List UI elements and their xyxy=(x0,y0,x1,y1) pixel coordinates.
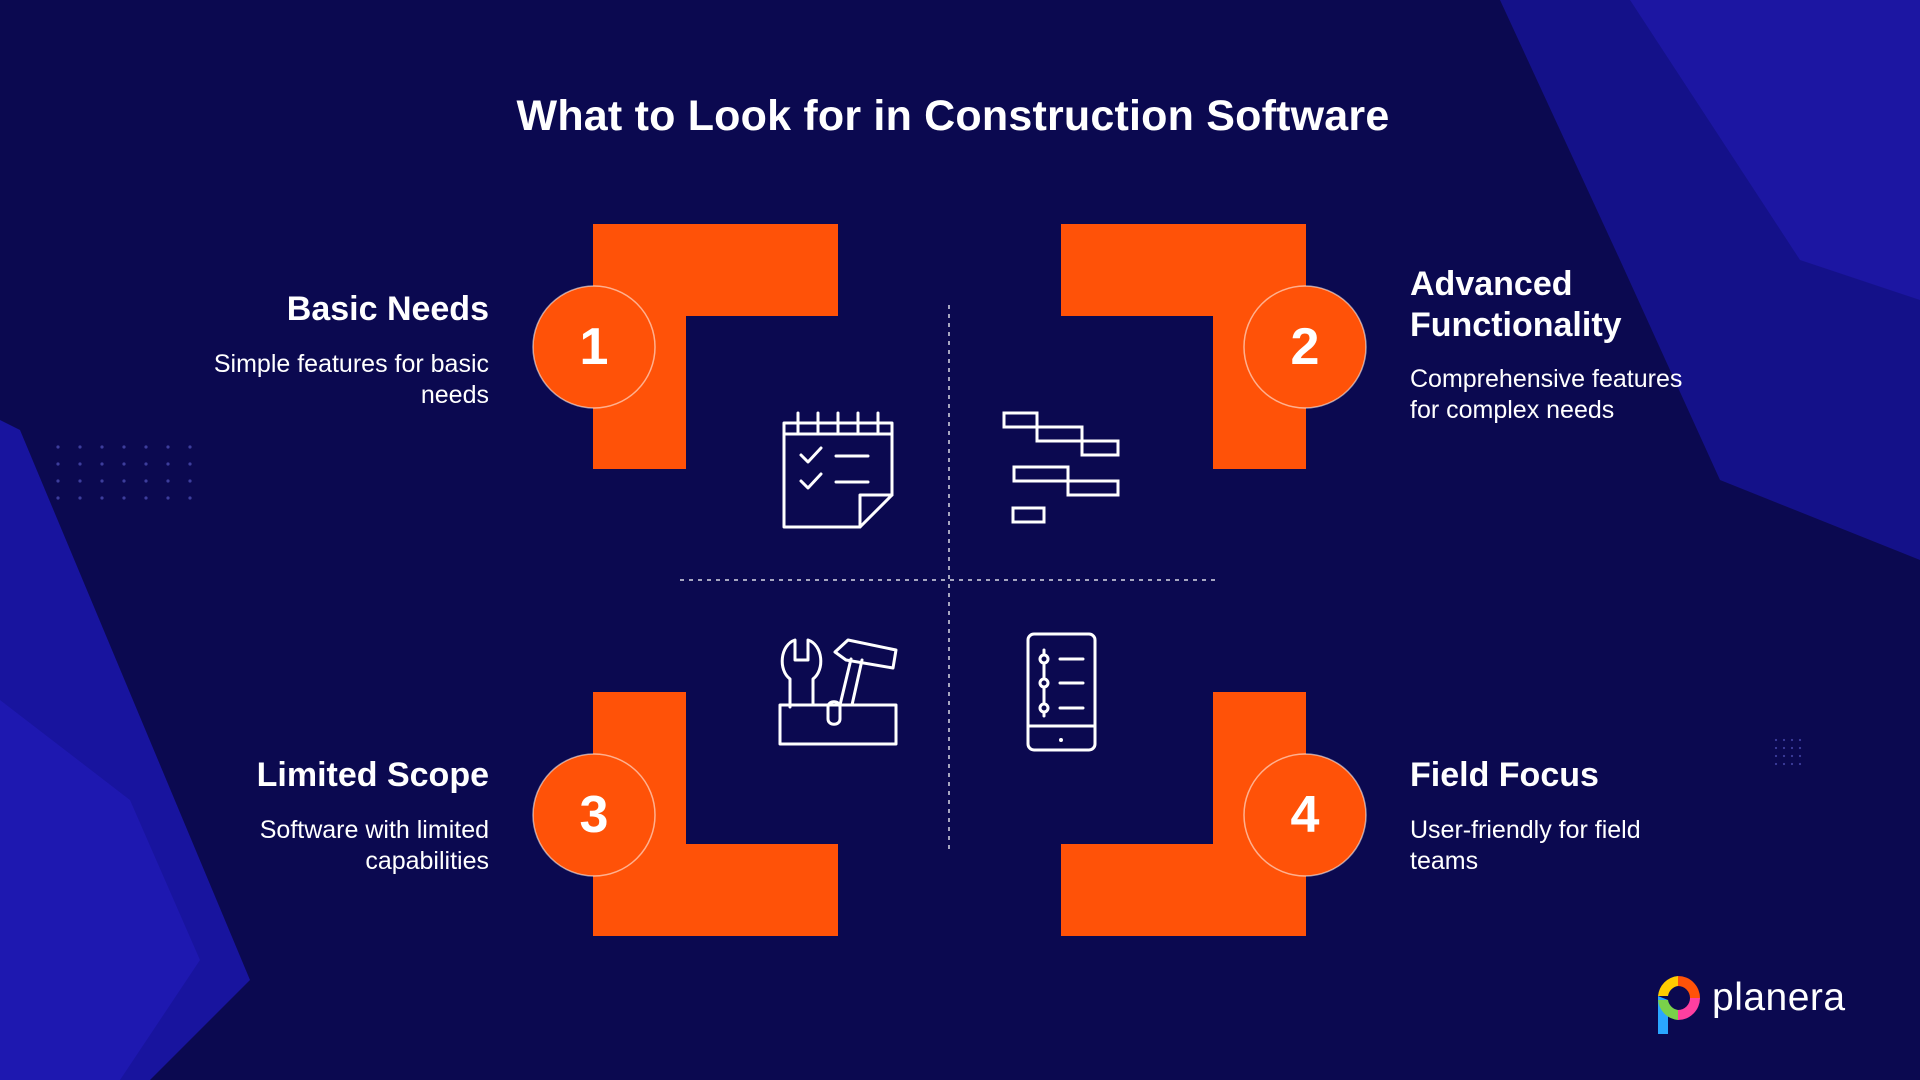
decorative-dot xyxy=(1790,746,1794,750)
decorative-dot xyxy=(144,462,148,466)
decorative-dot xyxy=(166,445,170,449)
dot-grid-right xyxy=(1774,738,1802,766)
decorative-dot xyxy=(122,462,126,466)
step-badge-4: 4 xyxy=(1243,753,1367,877)
decorative-dot xyxy=(100,462,104,466)
toolbox-icon xyxy=(778,638,898,746)
decorative-dot xyxy=(188,445,192,449)
bracket-3 xyxy=(593,692,838,936)
page-title: What to Look for in Construction Softwar… xyxy=(516,92,1390,140)
item-3-description: Software with limited capabilities xyxy=(259,816,489,875)
mobile-checklist-icon xyxy=(1026,632,1097,752)
item-4-heading: Field Focus xyxy=(1410,756,1599,794)
bg-shape-left-shade xyxy=(0,700,200,1080)
decorative-dot xyxy=(188,462,192,466)
step-number-4: 4 xyxy=(1291,786,1320,844)
decorative-dot xyxy=(166,479,170,483)
decorative-dot xyxy=(1774,738,1778,742)
planera-logo-icon xyxy=(1658,976,1700,1034)
item-2-description: Comprehensive features for complex needs xyxy=(1410,365,1683,424)
decorative-dot xyxy=(1782,762,1786,766)
item-3-heading: Limited Scope xyxy=(256,756,489,794)
step-badge-3: 3 xyxy=(532,753,656,877)
dot-grid-left xyxy=(56,445,192,500)
item-1-description: Simple features for basic needs xyxy=(213,350,489,409)
decorative-dot xyxy=(188,479,192,483)
decorative-dot xyxy=(1782,738,1786,742)
decorative-dot xyxy=(78,496,82,500)
decorative-dot xyxy=(144,496,148,500)
decorative-dot xyxy=(1782,746,1786,750)
item-1-heading: Basic Needs xyxy=(286,290,489,328)
decorative-dot xyxy=(1798,754,1802,758)
decorative-dot xyxy=(56,479,60,483)
decorative-dot xyxy=(1798,738,1802,742)
step-number-1: 1 xyxy=(580,318,609,376)
brand-name: planera xyxy=(1712,976,1846,1019)
bracket-2 xyxy=(1061,224,1306,469)
item-2-heading: Advanced Functionality xyxy=(1410,265,1622,344)
decorative-dot xyxy=(166,462,170,466)
step-number-2: 2 xyxy=(1291,318,1320,376)
decorative-dot xyxy=(122,496,126,500)
decorative-dot xyxy=(1798,762,1802,766)
decorative-dot xyxy=(1774,762,1778,766)
bracket-4 xyxy=(1061,692,1306,936)
decorative-dot xyxy=(144,445,148,449)
decorative-dot xyxy=(1790,762,1794,766)
item-4-description: User-friendly for field teams xyxy=(1410,816,1641,875)
decorative-dot xyxy=(122,479,126,483)
decorative-dot xyxy=(56,462,60,466)
decorative-dot xyxy=(100,496,104,500)
decorative-dot xyxy=(78,445,82,449)
decorative-dot xyxy=(78,462,82,466)
bg-shape-left xyxy=(0,420,250,1080)
step-number-3: 3 xyxy=(580,786,609,844)
decorative-dot xyxy=(1774,754,1778,758)
decorative-dot xyxy=(56,445,60,449)
decorative-dot xyxy=(122,445,126,449)
checklist-calendar-icon xyxy=(782,411,894,529)
decorative-dot xyxy=(78,479,82,483)
decorative-dot xyxy=(100,479,104,483)
bg-shape-top-right-shade xyxy=(1630,0,1920,300)
step-badge-1: 1 xyxy=(532,285,656,409)
bg-shape-top-right xyxy=(1500,0,1920,560)
brand-logo: planera xyxy=(1652,970,1862,1040)
decorative-dot xyxy=(1790,754,1794,758)
decorative-dot xyxy=(166,496,170,500)
step-badge-2: 2 xyxy=(1243,285,1367,409)
decorative-dot xyxy=(144,479,148,483)
decorative-dot xyxy=(1798,746,1802,750)
bracket-1 xyxy=(593,224,838,469)
decorative-dot xyxy=(188,496,192,500)
gantt-chart-icon xyxy=(1002,411,1120,524)
decorative-dot xyxy=(100,445,104,449)
decorative-dot xyxy=(56,496,60,500)
decorative-dot xyxy=(1790,738,1794,742)
decorative-dot xyxy=(1774,746,1778,750)
decorative-dot xyxy=(1782,754,1786,758)
